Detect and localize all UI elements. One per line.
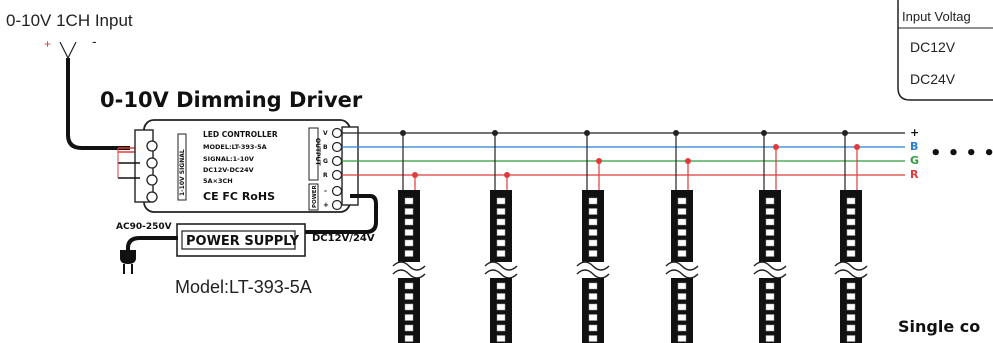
input-label: 0-10V 1CH Input <box>6 11 133 30</box>
bus-label-g: G <box>910 154 919 167</box>
signal-leads <box>118 162 140 179</box>
terminal-b: B <box>323 144 328 151</box>
power-supply-label-frame <box>181 230 296 250</box>
driver-title: 0-10V Dimming Driver <box>100 88 363 112</box>
terminal-r: R <box>323 172 328 179</box>
continuation-dots: • • • • <box>930 143 993 164</box>
led-controller-box: 1-10V SIGNAL OUTPUT POWER V B G R - + LE… <box>134 119 359 213</box>
input-minus-sign: - <box>92 33 97 49</box>
input-wire-fork <box>59 41 77 60</box>
output-side-label: OUTPUT <box>314 138 321 166</box>
led-strip-4 <box>665 130 699 343</box>
led-strip-5 <box>753 130 787 343</box>
signal-terminals <box>146 140 158 203</box>
ac-input-label: AC90-250V <box>116 222 172 232</box>
output-terminals <box>331 127 343 211</box>
led-strip-2 <box>484 130 518 343</box>
input-plus-sign: + <box>44 37 51 51</box>
led-strip-3 <box>576 130 610 343</box>
bus-label-plus: + <box>910 126 919 139</box>
controller-line-3: SIGNAL:1-10V <box>203 155 254 163</box>
terminal-plus: + <box>323 201 329 209</box>
input-voltage-table: Input Voltag DC12V DC24V <box>897 0 993 101</box>
table-row-1: DC12V <box>910 39 956 55</box>
power-supply-label: POWER SUPPLY <box>186 234 300 249</box>
table-row-2: DC24V <box>910 71 956 87</box>
controller-line-2: MODEL:LT-393-5A <box>203 143 267 151</box>
ac-cable <box>126 236 178 252</box>
bus-label-r: R <box>910 168 919 181</box>
controller-certs: CE FC RoHS <box>203 190 275 203</box>
terminal-minus: - <box>324 187 327 195</box>
controller-line-5: 5A×3CH <box>203 177 233 185</box>
led-strip-1 <box>392 130 426 343</box>
terminal-g: G <box>323 158 328 165</box>
footer-text: Single co <box>898 317 980 336</box>
input-cable <box>66 58 130 150</box>
led-strip-6 <box>834 130 868 343</box>
ac-plug-icon <box>120 250 136 274</box>
terminal-v: V <box>323 130 328 137</box>
dc-output-cable <box>304 194 378 234</box>
controller-line-4: DC12V-DC24V <box>203 166 254 174</box>
controller-line-1: LED CONTROLLER <box>203 130 278 139</box>
power-side-label: POWER <box>312 184 318 208</box>
bus-label-b: B <box>910 140 918 153</box>
signal-side-label: 1-10V SIGNAL <box>179 149 186 196</box>
model-label: Model:LT-393-5A <box>175 277 312 297</box>
dc-output-label: DC12V/24V <box>312 233 375 244</box>
led-strips <box>392 130 868 343</box>
table-header: Input Voltag <box>902 9 971 24</box>
